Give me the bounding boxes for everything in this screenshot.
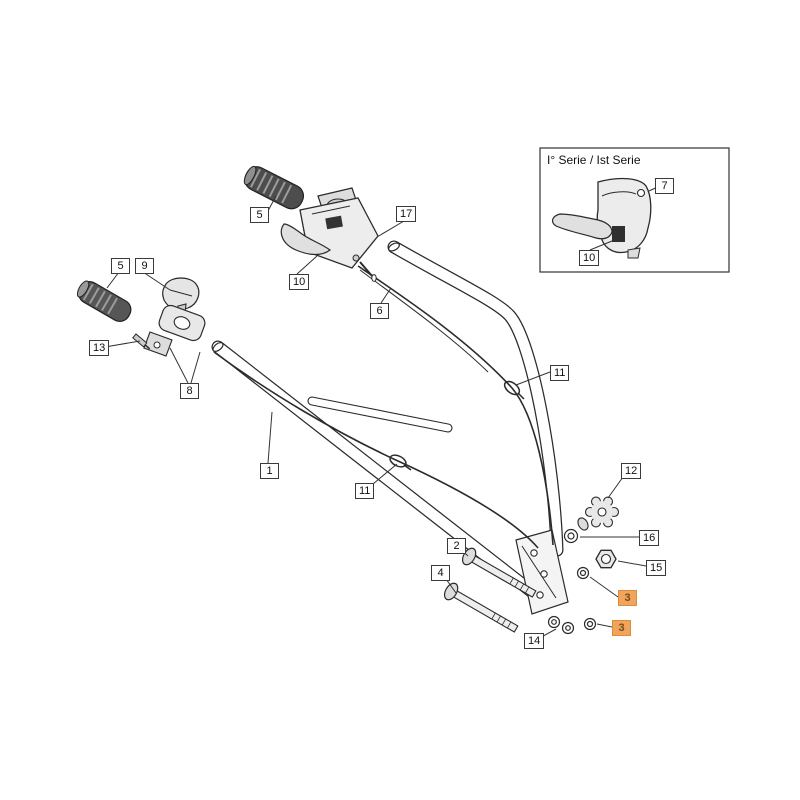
callout-3-washer-lower-highlighted: 3 [612,620,631,636]
inset-box [539,147,730,273]
callout-8-clamp: 8 [180,383,199,399]
callout-12-star-knob: 12 [621,463,642,479]
callout-3-washer-upper-highlighted: 3 [618,590,637,606]
throttle-assembly [280,187,379,282]
top-grip [243,165,305,210]
callout-4-bolt: 4 [431,565,450,581]
callout-9-lever-knob: 9 [135,258,154,274]
callout-1-tube: 1 [260,463,279,479]
callout-7-inset: 7 [655,178,674,194]
callout-14-washers: 14 [524,633,545,649]
bolt-upper [461,547,537,598]
bolt-lower [443,582,519,633]
callout-11-tie-lower: 11 [355,483,375,499]
washer-3-lower [583,617,597,631]
callout-13-screw: 13 [89,340,110,356]
washer-16 [563,528,579,544]
clamp-screw [132,333,151,350]
handlebar-tubes [211,240,564,605]
washer-3-upper [576,566,590,580]
left-grip [76,280,132,322]
star-knob-12 [577,496,620,531]
callout-10-trigger: 10 [289,274,310,290]
callout-10-inset: 10 [579,250,600,266]
callout-11-tie-right: 11 [550,365,570,381]
callout-6-cable: 6 [370,303,389,319]
callout-5-left-grip: 5 [111,258,130,274]
washers-pair-14 [547,615,575,635]
callout-17-housing: 17 [396,206,417,222]
nut-15 [595,549,617,569]
callout-16-washer: 16 [639,530,660,546]
inset-caption: I° Serie / Ist Serie [547,153,641,167]
callout-15-nut: 15 [646,560,667,576]
callout-2-bolt: 2 [447,538,466,554]
clamp [143,304,206,357]
callout-5-top-grip: 5 [250,207,269,223]
